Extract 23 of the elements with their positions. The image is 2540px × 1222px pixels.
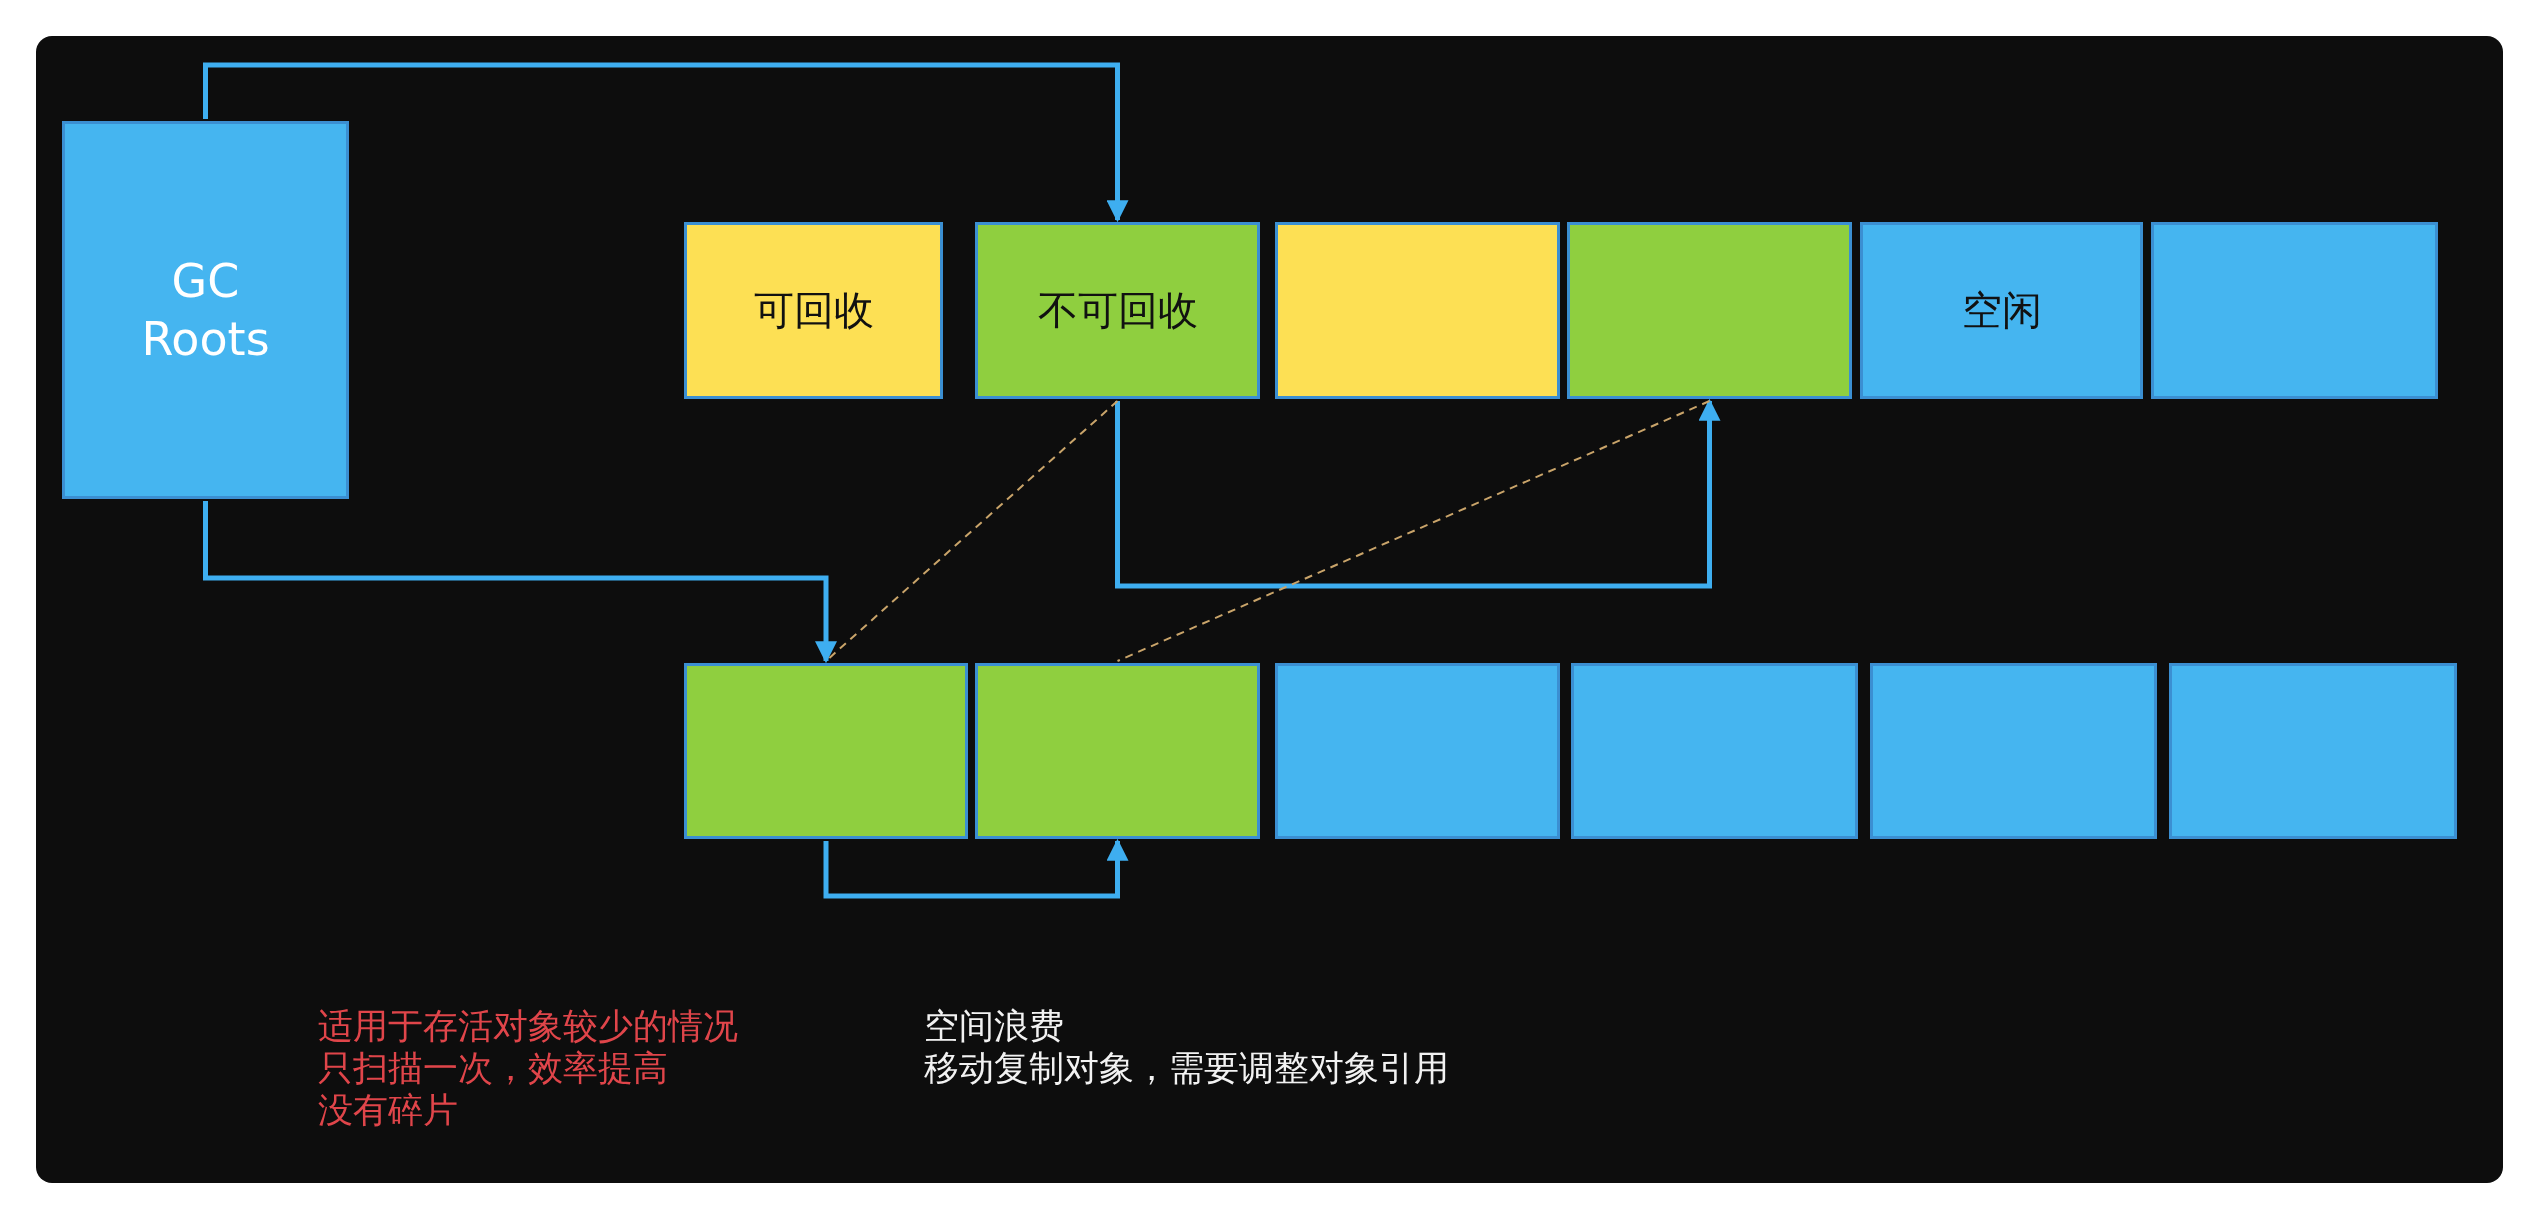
memory-block [1571,663,1858,839]
note-text: 适用于存活对象较少的情况 [318,1005,738,1047]
memory-block [975,663,1260,839]
note-text: 移动复制对象，需要调整对象引用 [924,1047,1449,1089]
memory-block [2169,663,2457,839]
arrow [203,62,1129,223]
memory-block [684,663,968,839]
memory-block: 空闲 [1860,222,2143,399]
arrow [203,501,837,664]
memory-block: 不可回收 [975,222,1260,399]
memory-block [1275,222,1560,399]
memory-block [2151,222,2438,399]
memory-block [1567,222,1852,399]
root-box: GC Roots [62,121,349,499]
note-text: 只扫描一次，效率提高 [318,1047,668,1089]
memory-block [1870,663,2157,839]
note-text: 空间浪费 [924,1005,1064,1047]
arrow [1115,398,1721,589]
note-text: 没有碎片 [318,1089,458,1131]
arrow [823,838,1129,899]
memory-block [1275,663,1560,839]
memory-block: 可回收 [684,222,943,399]
dashed-line [1116,400,1711,662]
